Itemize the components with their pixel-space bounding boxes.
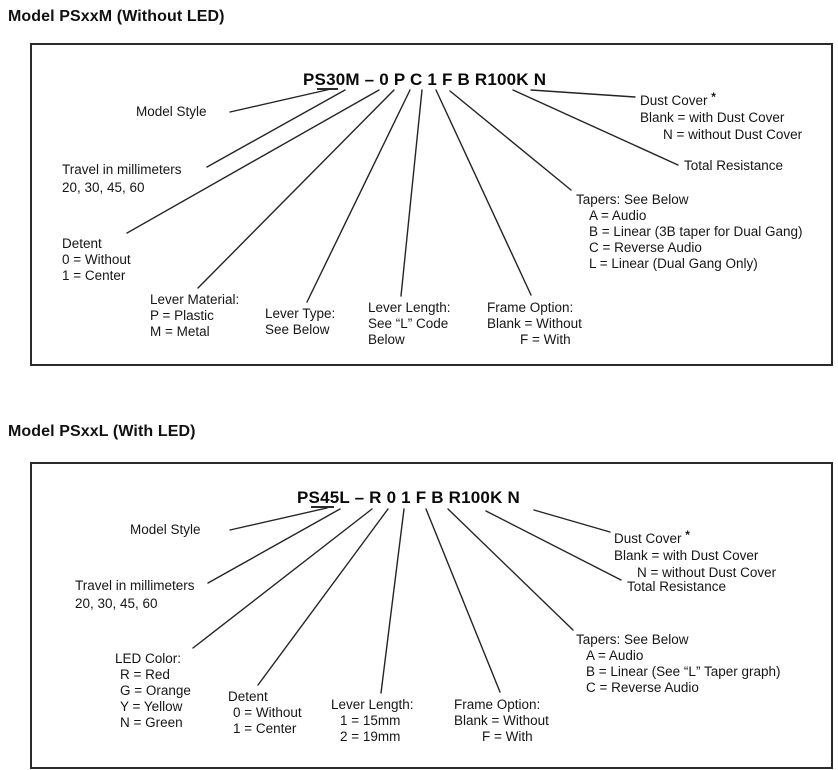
label-line: B = Linear (See “L” Taper graph) [586,664,781,679]
label-line: Y = Yellow [120,699,183,714]
label-line: 1 = Center [62,268,126,283]
label-line: Blank = with Dust Cover [640,110,785,125]
label-line: N = Green [120,715,183,730]
label-detent: Detent 0 = Without 1 = Center [228,689,302,737]
label-line: Travel in millimeters [62,162,182,177]
label-lever-length: Lever Length: See “L” Code Below [368,300,451,348]
label-line: Frame Option: [454,697,541,712]
label-total-resistance: Total Resistance [684,158,783,174]
label-line: Lever Length: [368,300,451,315]
label-line: Lever Material: [150,292,240,307]
label-lever-type: Lever Type: See Below [265,306,335,338]
label-line: F = With [520,332,571,347]
label-line: Below [368,332,405,347]
label-line: Lever Type: [265,306,336,321]
label-line: M = Metal [150,324,210,339]
label-line: A = Audio [586,648,644,663]
label-model-style: Model Style [136,104,207,120]
travel-digits-underline [317,88,338,90]
label-line: Blank = Without [487,316,582,331]
label-line: G = Orange [120,683,191,698]
part-number-psxxm: PS30M – 0 P C 1 F B R100K N [303,70,547,89]
label-model-style: Model Style [130,522,201,538]
label-line: Model Style [130,522,201,537]
label-line: Dust Cover * [614,527,776,547]
footnote-asterisk: * [711,90,716,104]
label-text: Dust Cover [614,531,686,546]
label-travel: Travel in millimeters 20, 30, 45, 60 [75,577,195,613]
label-line: N = without Dust Cover [637,565,777,580]
label-line: Tapers: See Below [576,632,689,647]
label-line: 20, 30, 45, 60 [62,180,145,195]
label-lever-material: Lever Material: P = Plastic M = Metal [150,292,239,340]
label-frame-option: Frame Option: Blank = Without F = With [454,697,549,745]
footnote-asterisk: * [685,528,690,542]
section-heading-psxxm: Model PSxxM (Without LED) [8,8,225,25]
label-line: 20, 30, 45, 60 [75,596,158,611]
label-line: Detent [62,236,102,251]
label-line: Total Resistance [627,579,727,594]
label-total-resistance: Total Resistance [627,579,726,595]
label-tapers: Tapers: See Below A = Audio B = Linear (… [576,192,803,272]
label-line: Frame Option: [487,300,574,315]
label-line: Total Resistance [684,158,784,173]
label-line: 1 = 15mm [340,713,401,728]
label-line: LED Color: [115,651,182,666]
section-heading-psxxl: Model PSxxL (With LED) [8,423,196,440]
label-line: C = Reverse Audio [589,240,702,255]
part-number-psxxl: PS45L – R 0 1 F B R100K N [297,488,520,507]
label-line: C = Reverse Audio [586,680,699,695]
label-line: See Below [265,322,330,337]
label-travel: Travel in millimeters 20, 30, 45, 60 [62,161,182,197]
label-line: A = Audio [589,208,647,223]
label-line: Lever Length: [331,697,414,712]
label-line: P = Plastic [150,308,214,323]
label-line: Dust Cover * [640,89,802,109]
label-line: Tapers: See Below [576,192,689,207]
label-text: Dust Cover [640,93,712,108]
label-tapers: Tapers: See Below A = Audio B = Linear (… [576,632,780,696]
label-line: L = Linear (Dual Gang Only) [589,256,758,271]
diagram-frame-psxxl [30,462,833,769]
label-dust-cover: Dust Cover * Blank = with Dust Cover N =… [640,89,802,143]
label-frame-option: Frame Option: Blank = Without F = With [487,300,582,348]
label-line: 1 = Center [233,721,297,736]
label-led-color: LED Color: R = Red G = Orange Y = Yellow… [115,651,191,731]
label-line: B = Linear (3B taper for Dual Gang) [589,224,803,239]
label-line: F = With [482,729,533,744]
label-line: Model Style [136,104,207,119]
label-line: N = without Dust Cover [663,127,803,142]
label-line: See “L” Code [368,316,449,331]
label-dust-cover: Dust Cover * Blank = with Dust Cover N =… [614,527,776,581]
label-line: 0 = Without [62,252,131,267]
label-line: Travel in millimeters [75,578,195,593]
label-line: 0 = Without [233,705,302,720]
label-line: Blank = with Dust Cover [614,548,759,563]
label-line: Detent [228,689,268,704]
label-lever-length: Lever Length: 1 = 15mm 2 = 19mm [331,697,414,745]
label-detent: Detent 0 = Without 1 = Center [62,236,131,284]
diagram-frame-psxxm [30,43,833,366]
label-line: Blank = Without [454,713,549,728]
label-line: 2 = 19mm [340,729,401,744]
label-line: R = Red [120,667,170,682]
travel-digits-underline [311,506,334,508]
